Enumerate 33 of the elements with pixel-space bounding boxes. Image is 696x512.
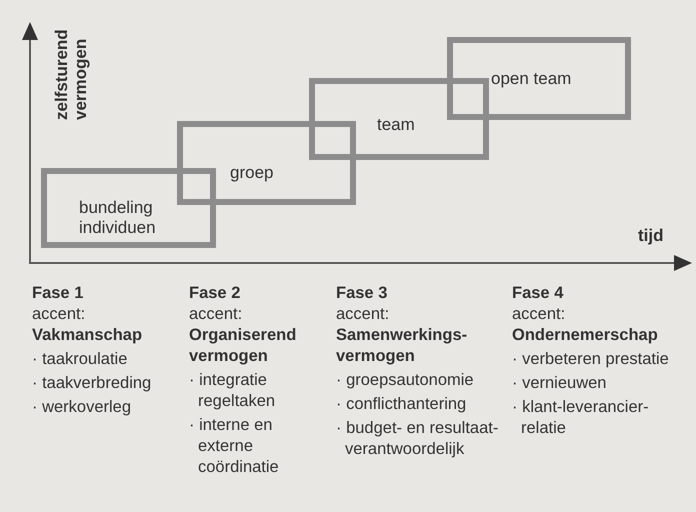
accent-label: accent: (32, 304, 86, 325)
stage-box (309, 78, 489, 160)
accent-label: accent: (512, 304, 566, 325)
stage-box (447, 37, 631, 120)
accent-label: accent: (336, 304, 390, 325)
bullet-item: · verbeteren prestatie (512, 349, 670, 370)
axis-label: tijd (638, 226, 664, 246)
stage-box (41, 168, 216, 248)
bullet-item: · integratie regeltaken (189, 370, 276, 412)
box-label: team (377, 115, 415, 135)
accent-label: accent: (189, 304, 244, 325)
bullet-item: · conflicthantering (336, 394, 468, 415)
bullet-item: · groepsautonomie (336, 370, 475, 391)
bullet-item: · klant-leverancier- relatie (512, 397, 650, 439)
phase-heading: Fase 4 (512, 283, 564, 304)
bullet-item: · vernieuwen (512, 373, 608, 394)
accent-name: Vakmanschap (32, 325, 144, 346)
phase-heading: Fase 3 (336, 283, 388, 304)
accent-name: Organiserend vermogen (189, 325, 298, 367)
bullet-item: · budget- en resultaat- verantwoordelijk (336, 418, 500, 460)
phase-heading: Fase 2 (189, 283, 242, 304)
accent-name: Samenwerkings- vermogen (336, 325, 468, 367)
box-label: bundeling individuen (79, 198, 157, 238)
stage-box (177, 121, 356, 205)
bullet-item: · taakroulatie (32, 349, 128, 370)
bullet-item: · werkoverleg (32, 397, 132, 418)
box-label: open team (491, 69, 572, 89)
axis-label: zelfsturend vermogen (52, 28, 90, 120)
box-label: groep (230, 163, 274, 183)
phase-heading: Fase 1 (32, 283, 84, 304)
bullet-item: · taakverbreding (32, 373, 152, 394)
bullet-item: · interne en externe coördinatie (189, 415, 280, 478)
accent-name: Ondernemerschap (512, 325, 659, 346)
